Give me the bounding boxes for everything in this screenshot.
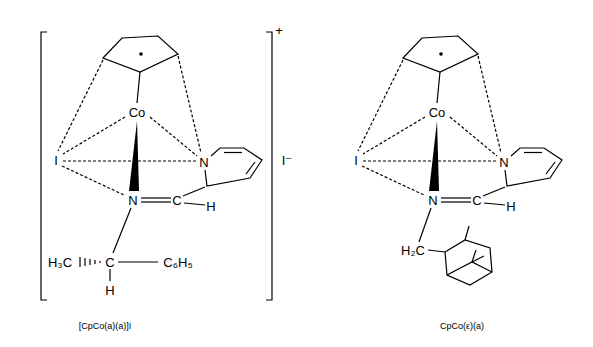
atom-label: N [199, 156, 208, 169]
atom-label: N [428, 194, 437, 207]
group-label: H₂C [401, 244, 425, 257]
group-label: H₃C [48, 256, 72, 269]
compound-caption: [CpCo(a)(a)]I [79, 322, 132, 331]
atom-label: H [206, 200, 215, 213]
atom-label: N [128, 194, 137, 207]
atom-label: N [499, 156, 508, 169]
atom-label: C [172, 194, 181, 207]
atom-label: C [105, 256, 114, 269]
atom-label: H [105, 284, 114, 297]
atom-label: I [54, 154, 58, 167]
atom-label: I [354, 154, 358, 167]
atom-label: H [506, 200, 515, 213]
charge-sign: + [275, 24, 283, 37]
atom-label: C [472, 194, 481, 207]
compound-caption: CpCo(ε)(a) [440, 322, 484, 331]
atom-label: Co [429, 106, 446, 119]
group-label: C₆H₅ [163, 256, 192, 269]
atom-label: Co [129, 106, 146, 119]
counter-ion: I⁻ [282, 154, 292, 167]
